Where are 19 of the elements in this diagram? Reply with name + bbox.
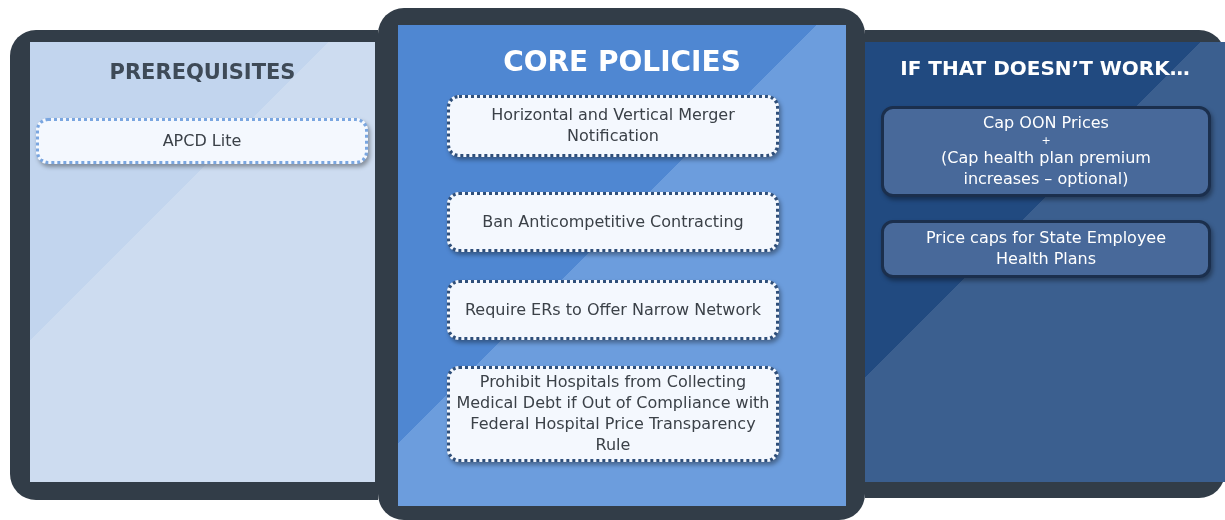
policy-text: APCD Lite [162,130,242,152]
policy-text: Horizontal and Vertical Merger Notification [490,105,736,147]
policy-text: Require ERs to Offer Narrow Network [464,299,762,321]
policy-text: (Cap health plan premium increases – optional) [940,148,1152,190]
panel-heading: CORE POLICIES [502,45,742,78]
policy-text: Price caps for State Employee Health Plans [924,228,1168,270]
policy-box [36,118,368,164]
policy-text: Cap OON Prices [983,113,1109,134]
policy-box [881,220,1211,278]
panel-heading: PREREQUISITES [108,60,297,84]
plus-sign: + [1041,133,1051,149]
policy-box [447,280,779,340]
panel-heading: IF THAT DOESN’T WORK… [899,56,1191,80]
policy-box [881,106,1211,197]
policy-text: Ban Anticompetitive Contracting [482,211,744,233]
policy-box [447,192,779,252]
policy-text: Prohibit Hospitals from Collecting Medical Debt if Out of Compliance with Federal Hospital Price Transparency Rule [456,372,770,456]
policy-box [447,95,779,157]
policy-box [447,366,779,462]
